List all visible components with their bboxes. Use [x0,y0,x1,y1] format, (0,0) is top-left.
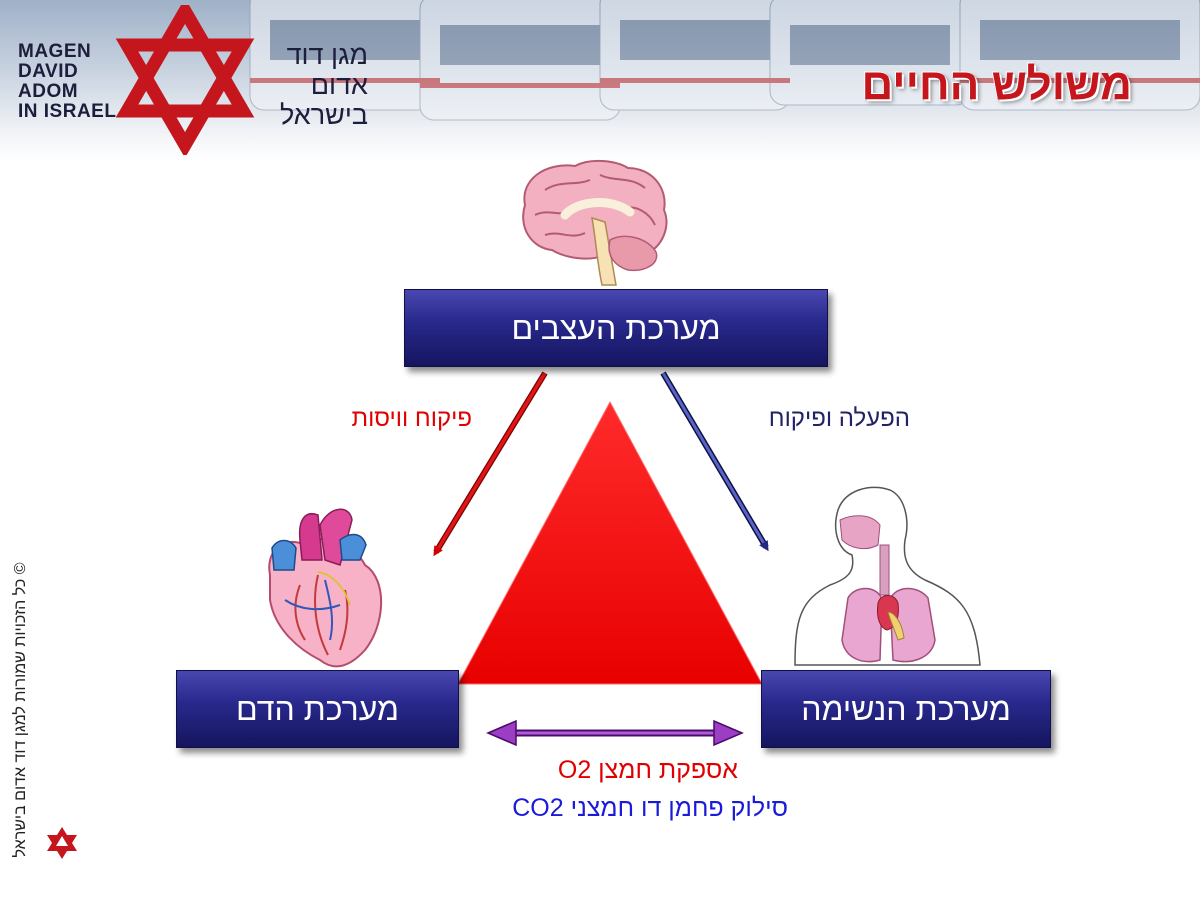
node-respiratory-system-label: מערכת הנשימה [801,690,1011,727]
arrow-gas-exchange [486,719,744,747]
edge-label-oxygen-supply: אספקת חמצן O2 [557,756,738,784]
logo-en-line: ADOM [18,81,79,102]
page-title: משולש החיים [861,60,1132,109]
arrow-nervous-to-blood [433,371,548,557]
logo-en-line: IN ISRAEL [18,101,117,122]
logo-en-line: MAGEN [18,41,92,62]
header-banner: MAGEN DAVID ADOM IN ISRAEL מגן דוד אדום … [0,0,1200,160]
edge-label-activation: הפעלה ופיקוח [768,405,910,432]
node-nervous-system-label: מערכת העצבים [511,309,721,346]
central-red-triangle [457,400,763,685]
node-nervous-system: מערכת העצבים [404,289,828,367]
ambulance-fleet-illustration [249,0,1200,121]
logo-en-line: DAVID [18,61,79,82]
logo-he-line: אדום [310,70,368,100]
logo-text-english: MAGEN DAVID ADOM IN ISRAEL [18,42,116,122]
node-blood-system-label: מערכת הדם [236,690,399,727]
logo-text-hebrew: מגן דוד אדום בישראל [258,40,368,130]
edge-label-co2-removal: סילוק פחמן דו חמצני CO2 [512,794,788,822]
copyright-vertical: © כל הזכויות שמורות למגן דוד אדום בישראל [8,530,34,890]
heart-illustration [268,508,383,668]
edge-label-regulation: פיקוח וויסות [351,405,472,432]
brain-illustration [522,160,668,286]
arrow-nervous-to-respiratory [660,371,769,552]
node-respiratory-system: מערכת הנשימה [761,670,1051,748]
lungs-torso-illustration [794,486,981,666]
copyright-text: © כל הזכויות שמורות למגן דוד אדום בישראל [12,562,29,858]
logo-he-line: בישראל [279,100,368,130]
small-magen-david-icon [47,827,77,859]
node-blood-system: מערכת הדם [176,670,459,748]
magen-david-logo-icon [115,5,255,155]
logo-he-line: מגן דוד [286,40,368,70]
